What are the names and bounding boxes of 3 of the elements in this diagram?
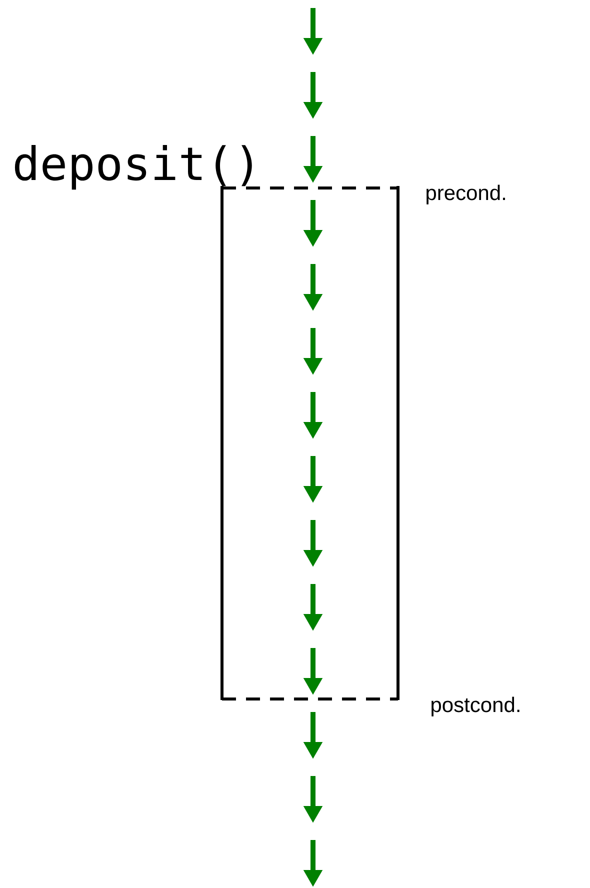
condition-label: precond. xyxy=(426,184,505,204)
condition-label: postcond. xyxy=(432,696,520,716)
dashed-box: deposit() xyxy=(14,145,400,700)
